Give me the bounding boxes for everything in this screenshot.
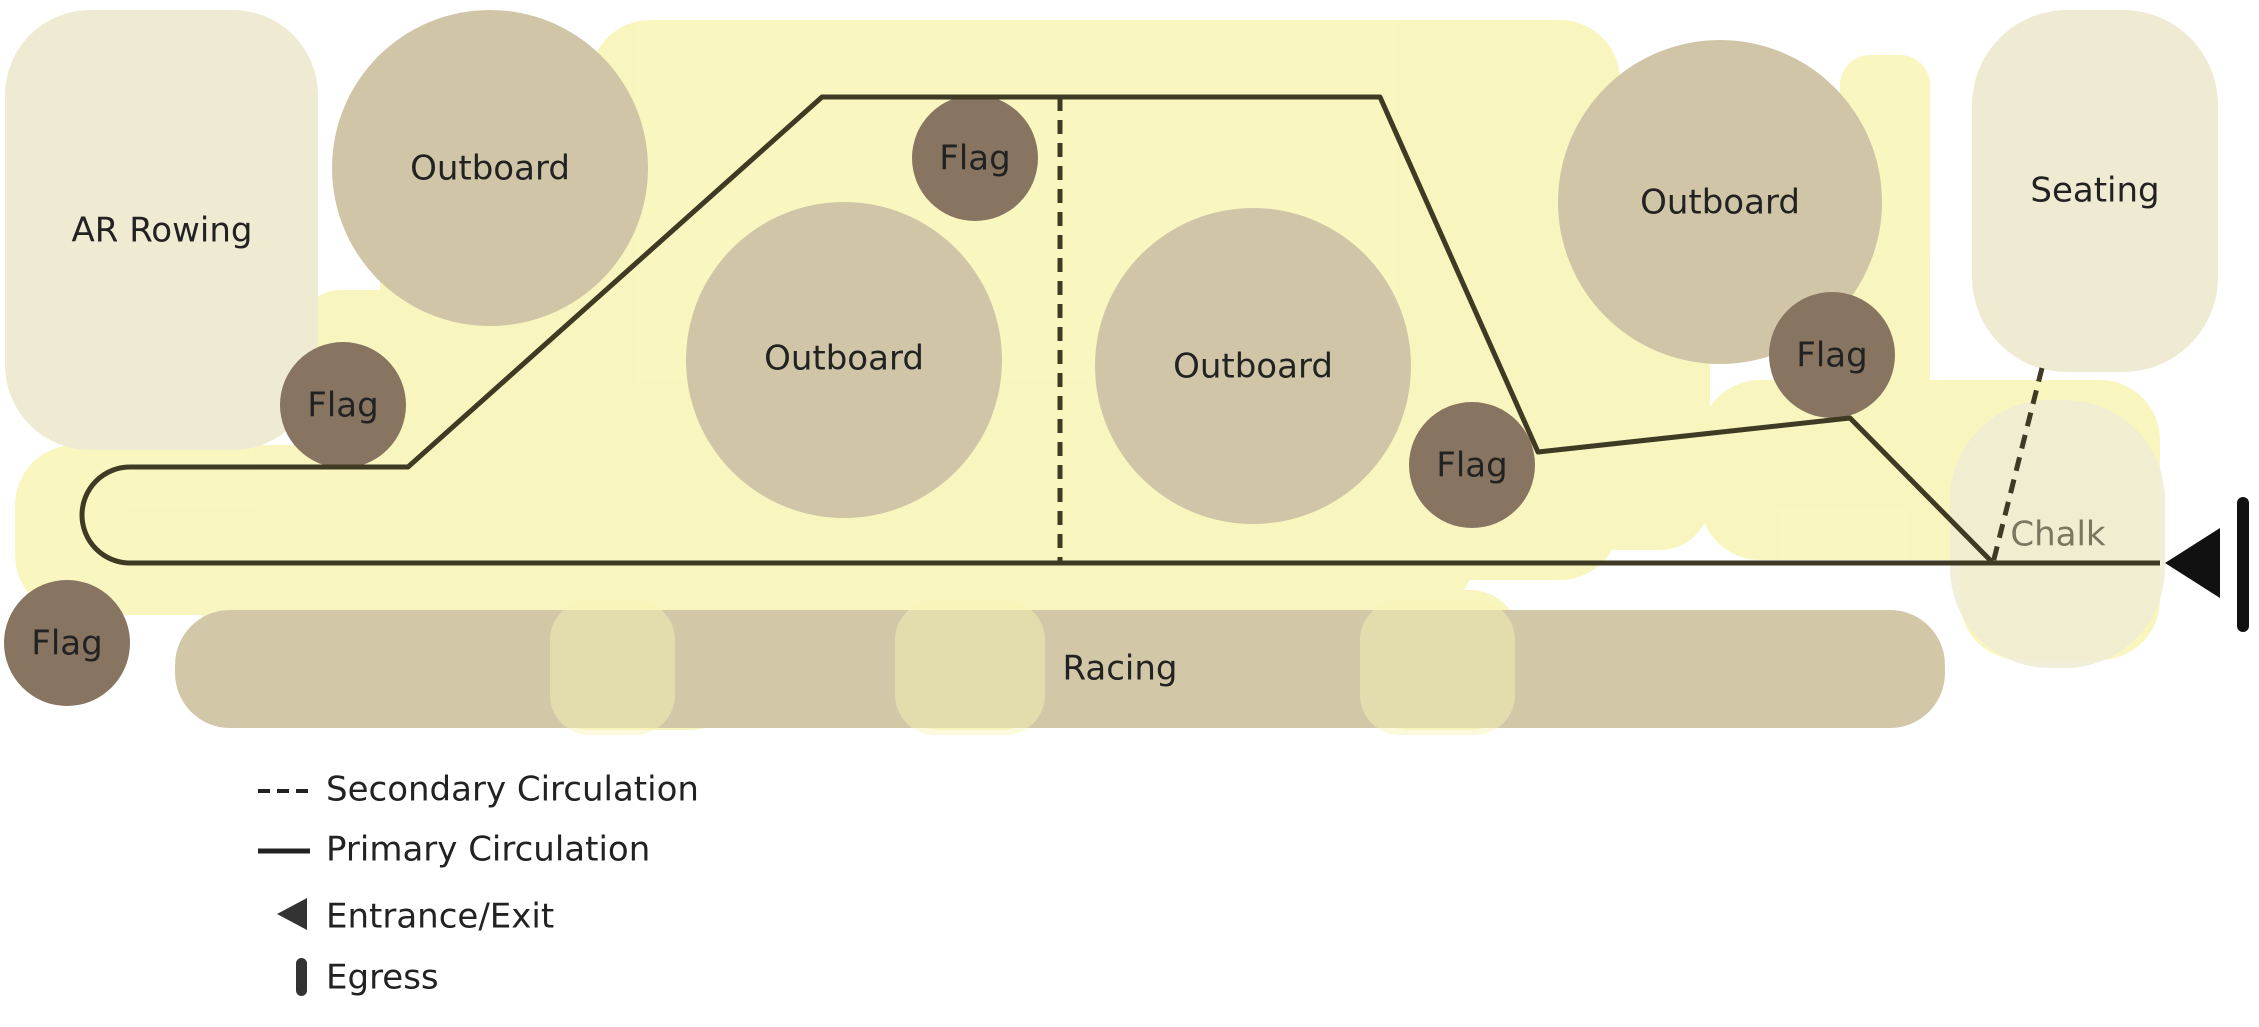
outboard-label-4: Outboard [1640,183,1800,223]
racing-zone [175,610,1945,728]
seating-zone [1972,10,2218,372]
flag-zone-3 [1409,402,1535,528]
flag-label-4: Flag [1796,336,1867,376]
primary-circulation-legend-label: Primary Circulation [326,830,650,870]
outboard-zone-3 [1095,208,1411,524]
outboard-zone-4 [1558,40,1882,364]
primary-circulation-path [79,94,2160,566]
flag-zone-1 [280,342,406,468]
outboard-label-3: Outboard [1173,347,1333,387]
flag-label-5: Flag [31,624,102,664]
entrance-exit-legend-icon [277,898,307,930]
racing-label: Racing [1063,649,1178,689]
flag-zone-4 [1769,292,1895,418]
flag-label-2: Flag [939,139,1010,179]
entrance-exit-legend-label: Entrance/Exit [326,897,554,937]
seating-label: Seating [2030,171,2159,211]
outboard-label-2: Outboard [764,339,924,379]
flag-label-3: Flag [1436,446,1507,486]
outboard-zone-2 [686,202,1002,518]
secondary-circulation-legend-label: Secondary Circulation [326,770,699,810]
entrance-exit-triangle-icon [2165,528,2220,598]
legend: Secondary Circulation Primary Circulatio… [258,770,699,998]
chalk-label: Chalk [2010,515,2106,555]
flag-zone-5 [4,580,130,706]
egress-legend-icon [296,958,307,996]
racing-overlay [550,600,1515,735]
chalk-zone [1950,400,2165,668]
outboard-zone-1 [332,10,648,326]
secondary-circulation-path [1057,97,2045,564]
ar-rowing-label: AR Rowing [72,211,253,251]
outboard-label-1: Outboard [410,149,570,189]
egress-bar-icon [2237,497,2249,632]
ar-rowing-zone [5,10,318,450]
egress-legend-label: Egress [326,958,439,998]
flag-label-1: Flag [307,386,378,426]
flag-zone-2 [912,95,1038,221]
